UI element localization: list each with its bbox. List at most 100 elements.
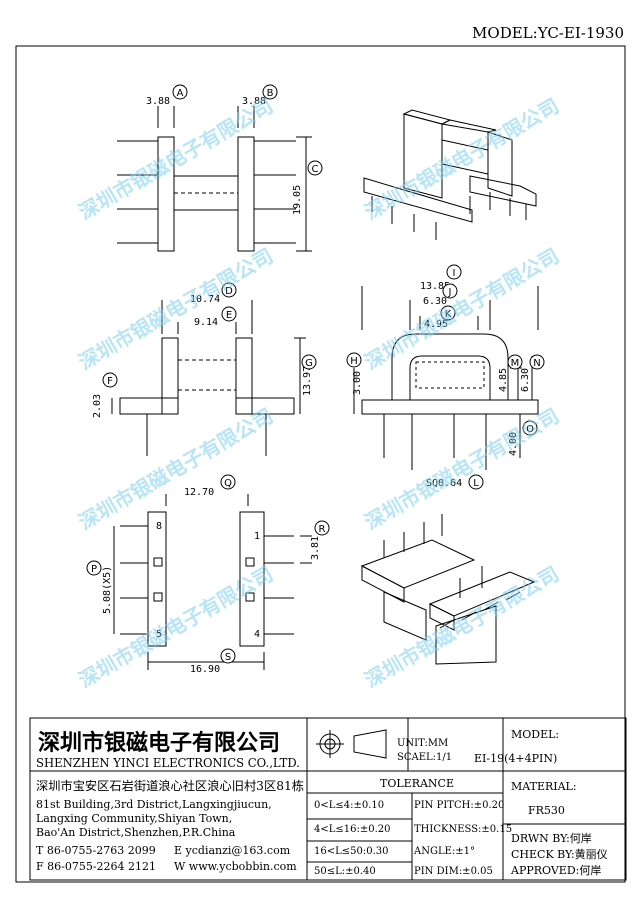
company-name-cn: 深圳市银磁电子有限公司 — [38, 730, 280, 756]
model-label: MODEL: — [511, 728, 559, 741]
dim-o-value: 4.00 — [508, 432, 519, 456]
svg-text:K: K — [445, 309, 452, 320]
balloon-l: L — [468, 474, 484, 490]
company-tel: T 86-0755-2763 2099 — [36, 844, 156, 857]
tolerance-left-4: 50≤L:±0.40 — [314, 866, 376, 877]
pin-label-4: 4 — [254, 629, 260, 640]
dim-m-value: 4.85 — [498, 368, 509, 392]
model-header: MODEL:YC-EI-1930 — [472, 24, 624, 42]
tolerance-title: TOLERANCE — [380, 777, 454, 790]
company-address-en-line-3: Bao'An District,Shenzhen,P.R.China — [36, 826, 236, 839]
dim-p-value: 5.08(X5) — [102, 566, 113, 614]
view-front-mid-left — [111, 300, 306, 456]
dim-j-value: 6.30 — [423, 296, 447, 307]
balloon-e: E — [221, 306, 237, 322]
projection-symbol — [316, 729, 387, 759]
dim-c-value: 19.05 — [292, 185, 303, 215]
svg-text:J: J — [448, 287, 452, 298]
balloon-o: O — [522, 420, 538, 436]
company-address-en-line-2: Langxing Community,Shiyan Town, — [36, 812, 232, 825]
material-value: FR530 — [528, 804, 565, 817]
balloon-s: S — [220, 648, 236, 664]
balloon-a: A — [172, 84, 188, 100]
svg-text:深圳市银磁电子有限公司: 深圳市银磁电子有限公司 — [361, 94, 564, 225]
dim-k-value: 4.95 — [424, 319, 448, 330]
dim-h-value: 3.00 — [352, 371, 363, 395]
svg-text:H: H — [350, 356, 358, 367]
balloon-f: F — [102, 372, 118, 388]
svg-text:B: B — [267, 88, 274, 99]
tolerance-right-1: PIN PITCH:±0.20 — [414, 800, 504, 811]
company-name-en: SHENZHEN YINCI ELECTRONICS CO.,LTD. — [36, 756, 300, 770]
tolerance-right-4: PIN DIM:±0.05 — [414, 866, 493, 877]
balloon-r: R — [314, 520, 330, 536]
view-bottom-lower-left — [113, 494, 312, 670]
company-email: E ycdianzi@163.com — [174, 844, 291, 857]
balloon-q: Q — [220, 474, 236, 490]
company-fax: F 86-0755-2264 2121 — [36, 860, 156, 873]
company-address-cn: 深圳市宝安区石岩街道浪心社区浪心旧村3区81栋 — [36, 778, 304, 793]
view-iso-top-right — [363, 109, 537, 240]
drawn-by: DRWN BY:何岸 — [511, 832, 592, 845]
svg-text:D: D — [225, 286, 233, 297]
unit-label: UNIT:MM — [397, 738, 448, 749]
svg-text:A: A — [177, 88, 184, 99]
dim-d-value: 10.74 — [190, 294, 220, 305]
dim-r-value: 3.81 — [310, 536, 321, 560]
balloon-n: N — [529, 354, 545, 370]
svg-text:G: G — [305, 358, 313, 369]
pin-label-8: 8 — [156, 521, 162, 532]
svg-text:深圳市银磁电子有限公司: 深圳市银磁电子有限公司 — [75, 94, 278, 225]
balloon-j: J — [442, 283, 458, 299]
dim-f-value: 2.03 — [92, 394, 103, 418]
svg-text:Q: Q — [224, 478, 232, 489]
tolerance-right-3: ANGLE:±1° — [413, 846, 475, 857]
svg-text:深圳市银磁电子有限公司: 深圳市银磁电子有限公司 — [361, 404, 564, 535]
dim-b-value: 3.88 — [242, 96, 266, 107]
tolerance-left-1: 0<L≤4:±0.10 — [314, 800, 384, 811]
balloon-h: H — [346, 352, 362, 368]
tolerance-right-2: THICKNESS:±0.15 — [414, 824, 512, 835]
title-block — [29, 717, 627, 881]
company-website: W www.ycbobbin.com — [174, 860, 297, 873]
balloon-g: G — [301, 354, 317, 370]
dim-n-value: 6.30 — [520, 368, 531, 392]
material-label: MATERIAL: — [511, 780, 577, 793]
view-end-mid-right — [353, 286, 539, 470]
balloon-k: K — [440, 305, 456, 321]
approved-by: APPROVED:何岸 — [510, 864, 601, 877]
balloon-c: C — [307, 160, 323, 176]
view-side-top-left — [117, 106, 312, 252]
svg-text:R: R — [319, 524, 326, 535]
drawing-frame — [15, 45, 626, 883]
pin-label-5: 5 — [156, 629, 162, 640]
dim-i-value: 13.85 — [420, 281, 450, 292]
svg-text:E: E — [226, 310, 232, 321]
svg-text:P: P — [91, 564, 97, 575]
svg-text:C: C — [312, 164, 319, 175]
company-address-en-line-1: 81st Building,3rd District,Langxingjiucu… — [36, 798, 272, 811]
tolerance-left-3: 16<L≤50:0.30 — [314, 846, 388, 857]
svg-text:N: N — [533, 358, 540, 369]
dim-s-value: 16.90 — [190, 664, 220, 675]
svg-text:深圳市银磁电子有限公司: 深圳市银磁电子有限公司 — [361, 244, 564, 375]
svg-text:M: M — [511, 358, 520, 369]
balloon-i: I — [446, 264, 462, 280]
dim-e-value: 9.14 — [194, 317, 218, 328]
checked-by: CHECK BY:黄丽仪 — [511, 847, 608, 861]
dim-a-value: 3.88 — [146, 96, 170, 107]
svg-text:深圳市银磁电子有限公司: 深圳市银磁电子有限公司 — [75, 404, 278, 535]
balloon-d: D — [221, 282, 237, 298]
pin-label-1: 1 — [254, 531, 260, 542]
balloon-p: P — [86, 560, 102, 576]
model-value: EI-19(4+4PIN) — [474, 752, 557, 765]
svg-text:L: L — [473, 478, 479, 489]
scale-label: SCAEL:1/1 — [397, 752, 452, 763]
view-iso-lower-right — [360, 514, 536, 665]
svg-text:深圳市银磁电子有限公司: 深圳市银磁电子有限公司 — [75, 244, 278, 375]
tolerance-left-2: 4<L≤16:±0.20 — [314, 824, 391, 835]
dim-q-value: 12.70 — [184, 487, 214, 498]
balloon-markers: A B C D E F G H I J K L M N O P Q R S — [86, 84, 545, 664]
svg-text:I: I — [453, 268, 456, 279]
